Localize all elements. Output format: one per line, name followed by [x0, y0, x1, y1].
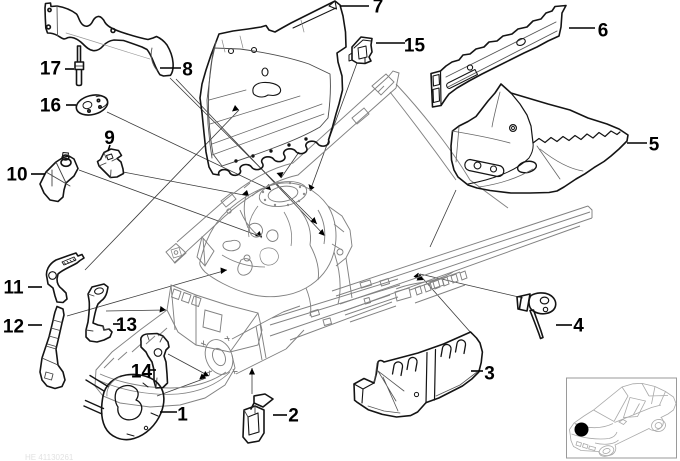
svg-text:17: 17	[40, 59, 61, 80]
svg-text:12: 12	[3, 317, 24, 338]
svg-text:15: 15	[404, 36, 426, 57]
svg-text:10: 10	[6, 165, 27, 186]
svg-text:16: 16	[40, 96, 61, 117]
svg-text:8: 8	[182, 60, 193, 81]
svg-text:4: 4	[573, 316, 584, 337]
svg-text:1: 1	[177, 405, 188, 426]
svg-text:14: 14	[131, 362, 153, 383]
svg-text:HE 41130261: HE 41130261	[25, 453, 74, 461]
svg-text:3: 3	[484, 364, 495, 385]
svg-text:13: 13	[116, 315, 137, 336]
svg-text:11: 11	[3, 278, 24, 299]
svg-text:5: 5	[649, 135, 660, 156]
svg-text:7: 7	[373, 0, 384, 18]
svg-text:2: 2	[288, 406, 299, 427]
svg-text:9: 9	[104, 128, 115, 149]
svg-text:6: 6	[598, 21, 609, 42]
